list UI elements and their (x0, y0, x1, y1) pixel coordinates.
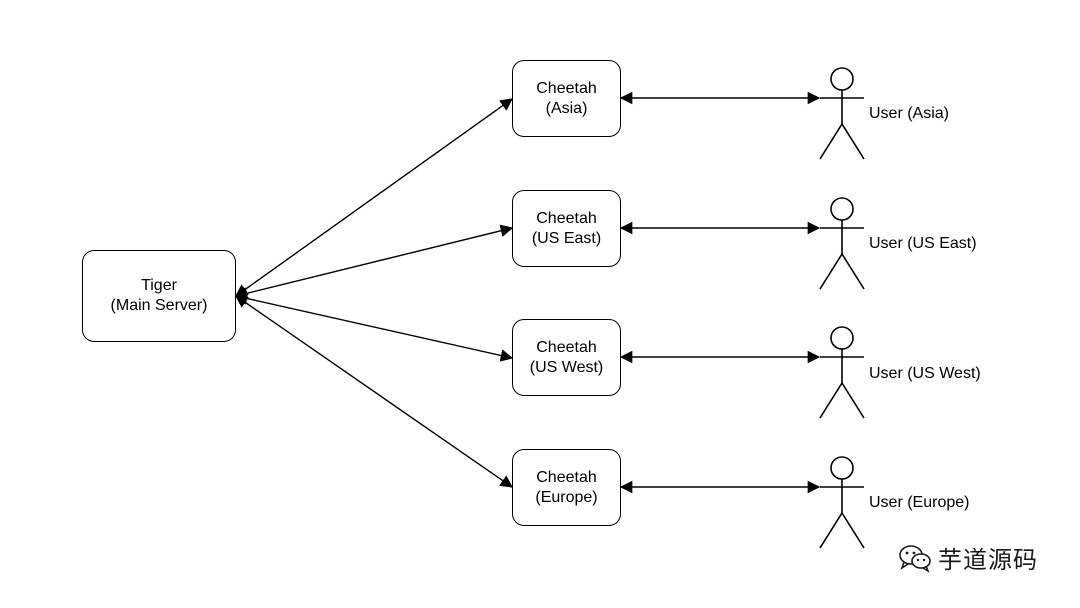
cheetah-asia-node: Cheetah (Asia) (512, 60, 621, 137)
cheetah-europe-node: Cheetah (Europe) (512, 449, 621, 526)
cheetah-region: (Europe) (535, 488, 598, 506)
cheetah-us-west-node: Cheetah (US West) (512, 319, 621, 396)
user-us-west-label: User (US West) (869, 365, 981, 382)
cheetah-title: Cheetah (536, 209, 597, 227)
actor-user-europe (819, 456, 865, 549)
cheetah-title: Cheetah (536, 79, 597, 97)
cheetah-region: (US West) (529, 358, 604, 376)
watermark-text: 芋道源码 (938, 546, 1038, 574)
cheetah-us-east-node: Cheetah (US East) (512, 190, 621, 267)
edge-tiger-cheetah-asia (234, 98, 514, 297)
cheetah-title: Cheetah (536, 468, 597, 486)
tiger-subtitle: (Main Server) (110, 297, 208, 314)
edge-tiger-cheetah-europe (234, 295, 514, 488)
cheetah-region: (US East) (531, 229, 602, 247)
tiger-title: Tiger (141, 277, 177, 294)
cheetah-region: (Asia) (545, 99, 588, 117)
edge-tiger-cheetah-us-east (234, 224, 514, 300)
actor-user-us-east (819, 197, 865, 290)
cheetah-title: Cheetah (536, 338, 597, 356)
wechat-icon (899, 544, 931, 573)
actor-user-asia (819, 67, 865, 160)
user-us-east-label: User (US East) (869, 235, 977, 252)
actor-user-us-west (819, 326, 865, 419)
user-asia-label: User (Asia) (869, 105, 950, 122)
edge-tiger-cheetah-us-west (234, 292, 514, 362)
user-europe-label: User (Europe) (869, 494, 970, 511)
watermark: 芋道源码 (898, 540, 1038, 575)
tiger-main-server-node: Tiger (Main Server) (82, 250, 236, 342)
